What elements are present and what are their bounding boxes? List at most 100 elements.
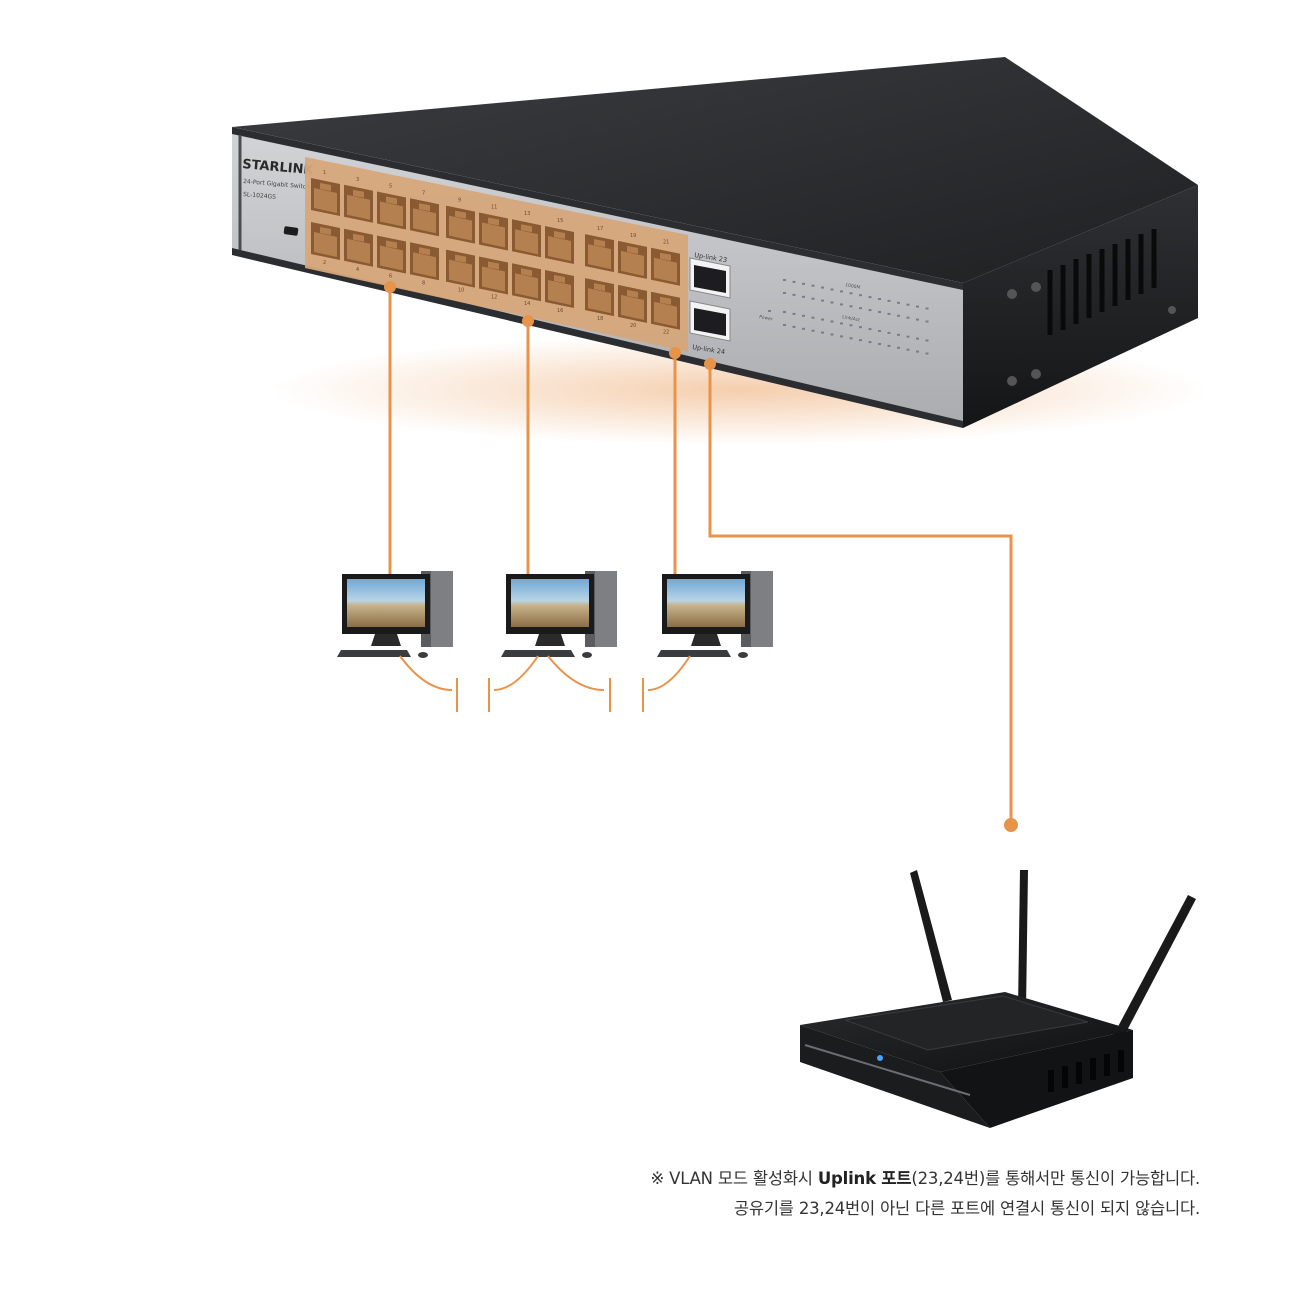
port-number-label: 17 — [597, 226, 603, 232]
vlan-note-line-1: ※ VLAN 모드 활성화시 Uplink 포트(23,24번)를 통해서만 통… — [650, 1169, 1200, 1188]
led-dot — [783, 279, 786, 281]
port-number-label: 19 — [630, 233, 636, 239]
led-dot — [811, 316, 815, 319]
router-antenna-left — [910, 870, 952, 1002]
led-dot — [840, 290, 843, 293]
led-dot — [840, 335, 843, 338]
rj45-port — [585, 278, 614, 317]
monitor-screen — [511, 579, 589, 627]
computer-icon — [657, 571, 773, 658]
rj45-port — [410, 242, 439, 281]
led-dot — [906, 335, 910, 338]
led-dot — [830, 333, 834, 336]
led-dot — [840, 303, 843, 306]
led-dot — [821, 331, 824, 334]
port-number-label: 4 — [356, 267, 359, 273]
port-number-label: 2 — [323, 260, 326, 266]
uplink-port-emphasis: Uplink 포트 — [817, 1169, 912, 1188]
led-dot — [916, 318, 919, 321]
led-dot — [821, 299, 824, 302]
port-number-label: 14 — [524, 301, 530, 307]
led-dot — [783, 311, 786, 313]
led-dot — [859, 326, 862, 329]
connection-dots — [384, 281, 1018, 832]
led-dot — [906, 303, 910, 306]
port-number-label: 20 — [630, 323, 636, 329]
rj45-port — [377, 235, 406, 274]
rj45-port — [410, 198, 439, 237]
rj45-port — [512, 219, 541, 258]
led-dot — [897, 333, 900, 336]
led-dot — [821, 286, 824, 289]
router-antenna-right — [1113, 895, 1196, 1040]
switch-model-no: SL-1024GS — [243, 191, 277, 201]
port-number-label: 11 — [491, 204, 497, 210]
side-vents — [1047, 229, 1157, 335]
led-dot — [792, 312, 796, 315]
led-dot — [802, 282, 805, 285]
led-dot — [849, 292, 853, 295]
port-number-label: 5 — [389, 184, 392, 190]
led-dot — [859, 294, 862, 297]
port-number-label: 22 — [663, 330, 669, 336]
rj45-port — [311, 222, 340, 260]
connection-lines — [388, 287, 1013, 825]
port-number-label: 9 — [458, 198, 461, 204]
router-antenna-middle — [1018, 870, 1028, 1010]
led-dot — [849, 305, 853, 308]
led-dot — [916, 305, 919, 308]
led-dot — [811, 329, 815, 332]
wireless-router — [800, 870, 1196, 1128]
led-dot — [859, 307, 862, 310]
led-dot — [897, 314, 900, 317]
led-dot — [925, 352, 929, 355]
rj45-port — [545, 225, 574, 264]
rj45-port — [377, 191, 406, 230]
led-dot — [811, 284, 815, 287]
led-dot — [925, 339, 929, 342]
blocked-links — [399, 655, 691, 712]
led-dot — [821, 318, 824, 321]
port-number-label: 13 — [524, 211, 530, 217]
led-dot — [830, 288, 834, 291]
led-dot — [792, 325, 796, 328]
led-label-linkact: Link/Act — [842, 314, 861, 323]
led-dot — [802, 327, 805, 330]
led-dot — [811, 297, 815, 300]
led-dot — [830, 320, 834, 323]
led-dot — [840, 322, 843, 325]
port-number-label: 1 — [323, 170, 326, 176]
led-dot — [868, 309, 872, 312]
led-label-1000m: 1000M — [845, 282, 861, 291]
led-label-power: Power — [759, 314, 774, 323]
led-dot — [878, 343, 881, 345]
computers — [337, 571, 773, 658]
computer-icon — [337, 571, 453, 658]
led-dot — [878, 298, 881, 300]
led-dot — [925, 320, 929, 323]
led-dot — [878, 330, 881, 332]
uplink-ports — [689, 257, 731, 342]
rj45-port — [651, 247, 680, 286]
led-dot — [868, 296, 872, 299]
rj45-port — [479, 212, 508, 251]
led-dot — [906, 316, 910, 319]
vlan-note: ※ VLAN 모드 활성화시 Uplink 포트(23,24번)를 통해서만 통… — [650, 1164, 1200, 1224]
led-dot — [783, 324, 786, 326]
computer-icon — [501, 571, 617, 658]
port-number-label: 21 — [663, 240, 669, 246]
rj45-port — [311, 178, 340, 216]
rj45-port — [344, 228, 373, 267]
port-number-label: 7 — [422, 190, 425, 196]
led-dot — [792, 280, 796, 283]
led-dot — [849, 337, 853, 340]
monitor-screen — [347, 579, 425, 627]
led-dot — [868, 341, 872, 344]
network-switch: STARLINK 24-Port Gigabit Switch SL-1024G… — [232, 57, 1210, 445]
led-dot — [830, 301, 834, 304]
led-dot — [897, 346, 900, 349]
power-led-dot — [768, 310, 771, 312]
rj45-port — [446, 249, 475, 288]
led-dot — [802, 314, 805, 317]
